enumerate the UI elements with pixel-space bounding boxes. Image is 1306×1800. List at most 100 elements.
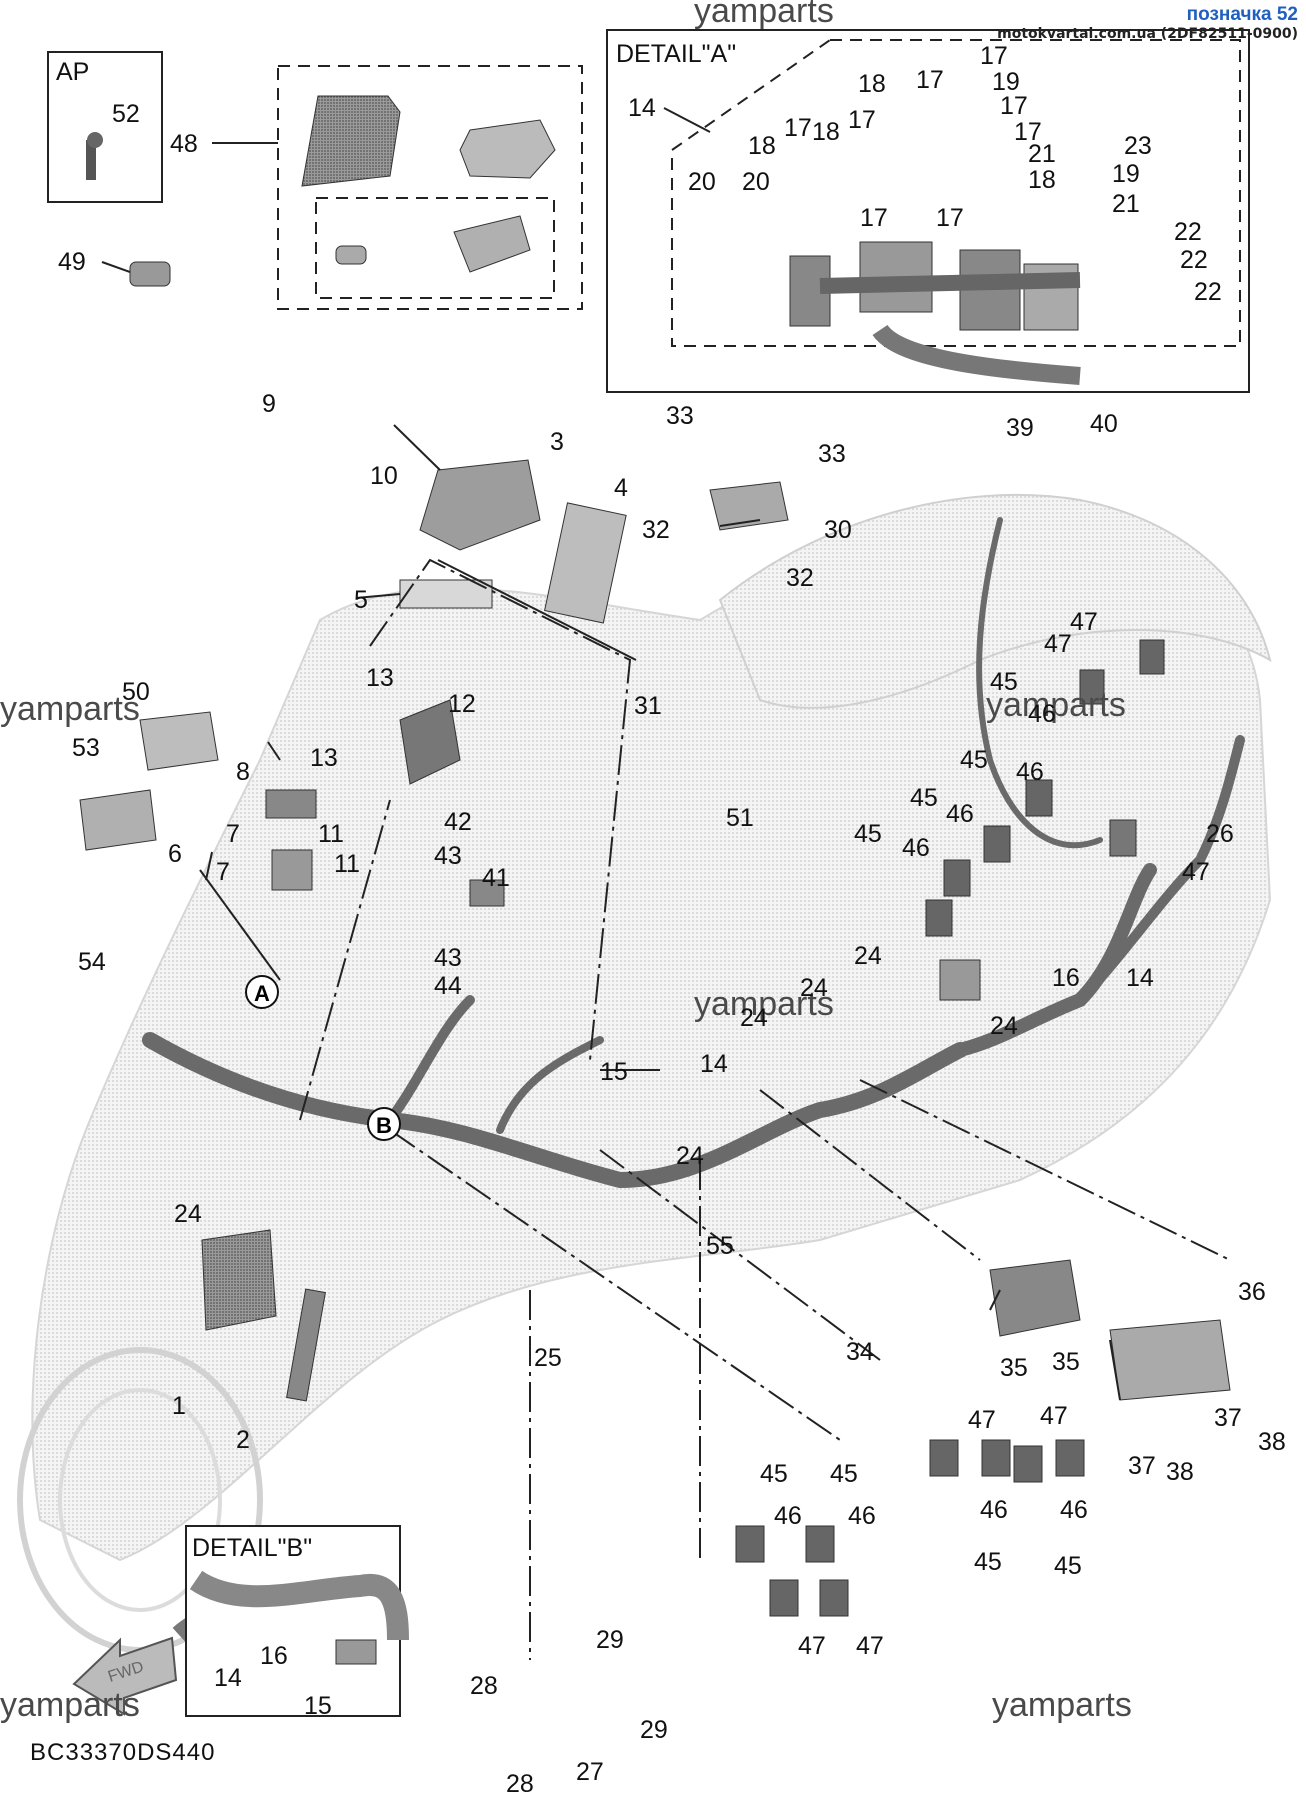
fwd-arrow-icon [72, 1636, 178, 1716]
callout: 41 [482, 864, 510, 892]
callout: 45 [960, 746, 988, 774]
callout: 14 [628, 94, 656, 122]
callout: 37 [1214, 1404, 1242, 1432]
callout: 45 [830, 1460, 858, 1488]
callout: 46 [1028, 700, 1056, 728]
callout: 14 [700, 1050, 728, 1078]
callout: 17 [916, 66, 944, 94]
callout: 12 [448, 690, 476, 718]
parts-box-48 [277, 65, 583, 310]
callout: 44 [434, 972, 462, 1000]
callout: 6 [168, 840, 182, 868]
callout: 49 [58, 248, 86, 276]
callout: 7 [216, 858, 230, 886]
watermark: yamparts [992, 1686, 1132, 1724]
callout: 45 [1054, 1552, 1082, 1580]
callout: 45 [854, 820, 882, 848]
callout: 55 [706, 1232, 734, 1260]
callout: 42 [444, 808, 472, 836]
callout: 24 [676, 1142, 704, 1170]
callout: 29 [596, 1626, 624, 1654]
part-49-key [129, 261, 171, 287]
callout: 50 [122, 678, 150, 706]
callout: 18 [1028, 166, 1056, 194]
callout: 46 [848, 1502, 876, 1530]
callout: 19 [1112, 160, 1140, 188]
key-icon [86, 140, 96, 180]
header-badge: позначка 52 motokvartal.com.ua (2DF82511… [997, 4, 1298, 42]
callout: 47 [1182, 858, 1210, 886]
callout: 24 [800, 974, 828, 1002]
callout: 22 [1194, 278, 1222, 306]
callout: 24 [174, 1200, 202, 1228]
callout: 2 [236, 1426, 250, 1454]
callout: 48 [170, 130, 198, 158]
callout: 37 [1128, 1452, 1156, 1480]
detail-b-box [185, 1525, 409, 1717]
callout: 46 [1060, 1496, 1088, 1524]
callout: 36 [1238, 1278, 1266, 1306]
callout: 51 [726, 804, 754, 832]
callout: 38 [1258, 1428, 1286, 1456]
callout: 40 [1090, 410, 1118, 438]
callout: 17 [980, 42, 1008, 70]
callout: 28 [470, 1672, 498, 1700]
callout: 34 [846, 1338, 874, 1366]
callout: 46 [980, 1496, 1008, 1524]
callout: 9 [262, 390, 276, 418]
callout: 27 [576, 1758, 604, 1786]
callout: 17 [848, 106, 876, 134]
callout: 1 [172, 1392, 186, 1420]
detail-b-title: DETAIL"B" [192, 1534, 312, 1562]
callout: 16 [260, 1642, 288, 1670]
callout: 47 [1070, 608, 1098, 636]
callout: 32 [642, 516, 670, 544]
brand-link[interactable]: позначка 52 [1186, 4, 1298, 25]
callout: 32 [786, 564, 814, 592]
ap-box [47, 51, 163, 203]
callout: 47 [968, 1406, 996, 1434]
scooter-body-silhouette [17, 493, 1272, 1653]
callout: 7 [226, 820, 240, 848]
callout: 16 [1052, 964, 1080, 992]
callout: 45 [974, 1548, 1002, 1576]
callout: 46 [946, 800, 974, 828]
diagram-code: BC33370DS440 [30, 1739, 215, 1766]
callout: 17 [784, 114, 812, 142]
callout: 45 [990, 668, 1018, 696]
callout: 47 [1044, 630, 1072, 658]
callout: 46 [902, 834, 930, 862]
callout: 23 [1124, 132, 1152, 160]
callout: 29 [640, 1716, 668, 1744]
callout: 21 [1028, 140, 1056, 168]
callout: 33 [818, 440, 846, 468]
callout: 14 [1126, 964, 1154, 992]
main-wire-harness [142, 517, 1245, 1189]
callout: 11 [334, 850, 360, 878]
leader-lines [101, 107, 1231, 1660]
callout: 43 [434, 842, 462, 870]
watermark: yamparts [0, 1686, 140, 1724]
callout: 21 [1112, 190, 1140, 218]
callout: 19 [992, 68, 1020, 96]
callout: 30 [824, 516, 852, 544]
component-blocks [79, 459, 1231, 1645]
callout: 18 [748, 132, 776, 160]
callout: 17 [1014, 118, 1042, 146]
callout: 31 [634, 692, 662, 720]
callout: 17 [1000, 92, 1028, 120]
callout: 46 [774, 1502, 802, 1530]
callout: 13 [310, 744, 338, 772]
callout: 35 [1052, 1348, 1080, 1376]
callout: 28 [506, 1770, 534, 1798]
callout: 5 [354, 586, 368, 614]
callout: 22 [1174, 218, 1202, 246]
callout: 47 [856, 1632, 884, 1660]
callout: 8 [236, 758, 250, 786]
callout: 17 [936, 204, 964, 232]
callout: 33 [666, 402, 694, 430]
watermark: yamparts [694, 0, 834, 30]
callout: 18 [858, 70, 886, 98]
callout: 24 [740, 1004, 768, 1032]
